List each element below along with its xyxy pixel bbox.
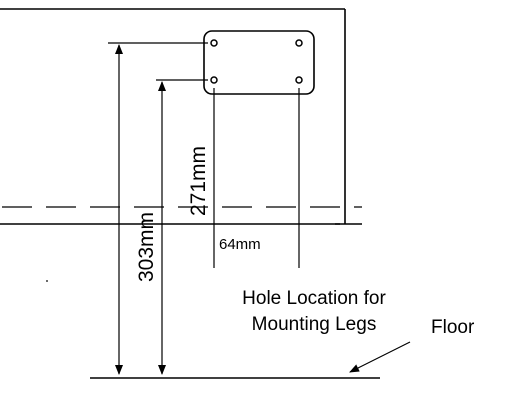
stray-dot xyxy=(46,280,48,282)
floor-pointer-arrow xyxy=(349,341,411,373)
hole-bottom-right xyxy=(295,76,303,84)
floor-label: Floor xyxy=(431,317,475,338)
hole-spacing-label: 64mm xyxy=(219,236,261,253)
hole-top-right xyxy=(295,39,303,47)
dimension-303 xyxy=(108,42,208,375)
hole-top-left xyxy=(210,39,218,47)
leg-guide-lines xyxy=(213,88,300,268)
hole-location-label-line1: Hole Location for xyxy=(242,288,386,309)
hole-bottom-left xyxy=(210,76,218,84)
total-height-label: 303mm xyxy=(135,212,158,282)
hole-height-label: 271mm xyxy=(187,146,210,216)
mounting-plate xyxy=(203,30,315,95)
dimension-271 xyxy=(156,79,208,375)
hole-location-label-line2: Mounting Legs xyxy=(252,314,377,335)
appliance-outline xyxy=(0,8,362,225)
